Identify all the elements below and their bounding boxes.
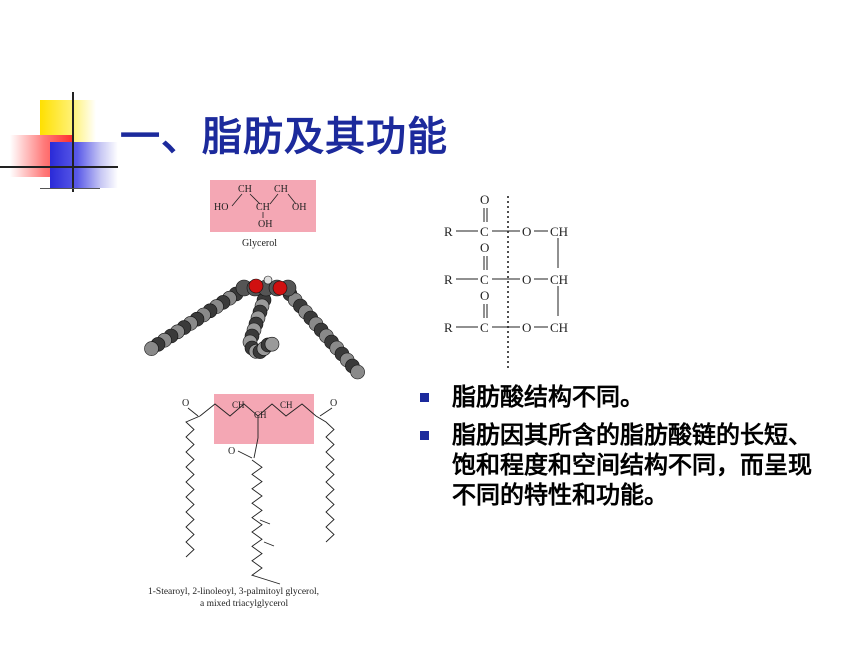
ester-c1: C: [480, 224, 489, 239]
decor-horizontal-line-thin: [40, 188, 100, 189]
tag-caption-line2: a mixed triacylglycerol: [200, 599, 288, 609]
square-bullet-icon: [420, 431, 429, 440]
glycerol-highlight: [210, 180, 316, 232]
tag-c2: CH: [254, 410, 267, 420]
ester-o-mid2: O: [480, 288, 489, 303]
atom: [350, 364, 365, 380]
ester-o3: O: [522, 320, 531, 335]
stearoyl-chain: [185, 415, 201, 558]
bullet-list: 脂肪酸结构不同。 脂肪因其所含的脂肪酸链的长短、饱和程度和空间结构不同，而呈现不…: [416, 382, 816, 518]
tag-caption-line1: 1-Stearoyl, 2-linoleoyl, 3-palmitoyl gly…: [148, 587, 319, 597]
atom: [248, 278, 264, 294]
glycerol-oh-bottom: OH: [258, 219, 272, 230]
glycerol-structure: CH CH HO CH OH OH Glycerol: [210, 180, 316, 249]
bullet-text: 脂肪酸结构不同。: [452, 383, 644, 411]
bullet-item: 脂肪因其所含的脂肪酸链的长短、饱和程度和空间结构不同，而呈现不同的特性和功能。: [416, 420, 816, 510]
decor-blue-square: [50, 142, 118, 188]
tag-c3: CH: [280, 400, 293, 410]
ester-c3: C: [480, 320, 489, 335]
ester-o-top: O: [480, 192, 489, 207]
glycerol-ch2-right: CH: [274, 184, 288, 195]
svg-text:O: O: [228, 446, 235, 457]
glycerol-ch2-left: CH: [238, 184, 252, 195]
linoleoyl-chain: [251, 459, 281, 585]
glycerol-ch-center: CH: [256, 202, 270, 213]
ester-ch2-top: CH: [550, 224, 568, 239]
ester-c2: C: [480, 272, 489, 287]
glycerol-label: Glycerol: [242, 238, 277, 249]
atom: [144, 341, 159, 356]
palmitoyl-chain: [315, 415, 335, 543]
ester-r1: R: [444, 224, 453, 239]
ester-r2: R: [444, 272, 453, 287]
slide-title: 一、脂肪及其功能: [120, 114, 448, 160]
svg-text:O: O: [182, 398, 189, 409]
atom: [264, 336, 280, 352]
triacylglycerol-figure: CH CH HO CH OH OH Glycerol CH CH CH O O …: [144, 180, 365, 609]
ester-o2: O: [522, 272, 531, 287]
ester-o-mid1: O: [480, 240, 489, 255]
decor-vertical-line: [72, 92, 74, 192]
glycerol-ho: HO: [214, 202, 228, 213]
ester-ch-mid: CH: [550, 272, 568, 287]
glycerol-oh-right: OH: [292, 202, 306, 213]
ester-structure-figure: O R C O CH O R C O CH O R C O CH: [444, 192, 568, 370]
tag-c1: CH: [232, 400, 245, 410]
square-bullet-icon: [420, 393, 429, 402]
mixed-triacylglycerol-structure: CH CH CH O O O 1-Stearoyl, 2-linoleoyl, …: [148, 394, 337, 609]
glycerol-backbone-highlight: [214, 394, 314, 444]
atom: [272, 280, 288, 296]
ester-ch2-bot: CH: [550, 320, 568, 335]
svg-text:O: O: [330, 398, 337, 409]
decor-horizontal-line: [0, 166, 118, 168]
space-filling-model: [144, 275, 365, 380]
ester-r3: R: [444, 320, 453, 335]
atom: [263, 275, 273, 285]
bullet-item: 脂肪酸结构不同。: [416, 382, 816, 412]
bullet-text: 脂肪因其所含的脂肪酸链的长短、饱和程度和空间结构不同，而呈现不同的特性和功能。: [452, 421, 812, 509]
ester-o1: O: [522, 224, 531, 239]
